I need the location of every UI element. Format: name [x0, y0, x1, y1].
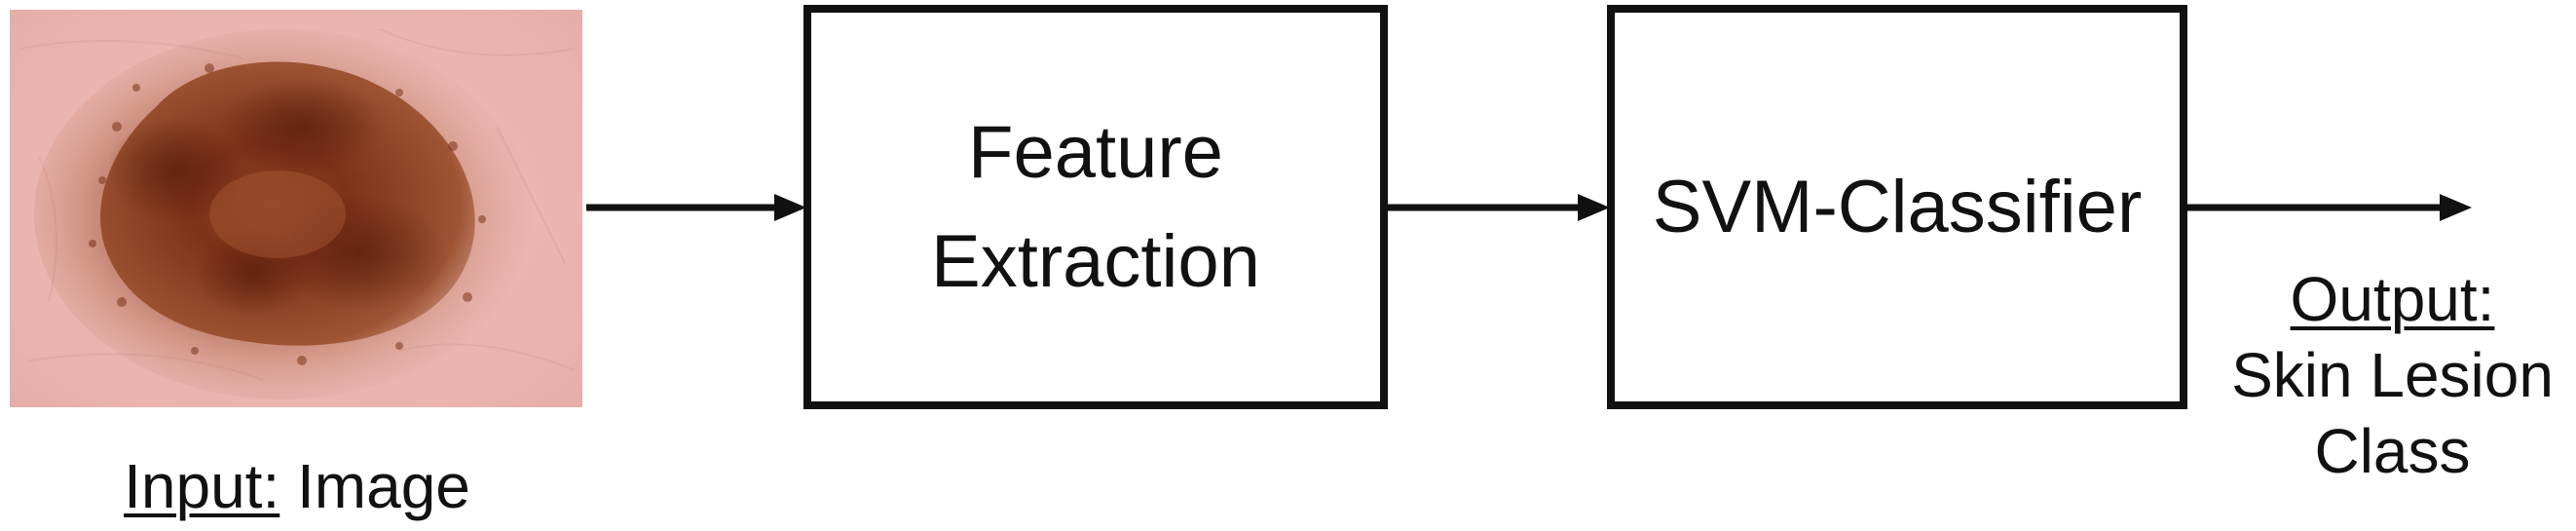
input-caption-prefix: Input: — [124, 451, 280, 521]
feature-extraction-label: Feature Extraction — [931, 98, 1260, 317]
feature-extraction-box: Feature Extraction — [803, 5, 1388, 409]
output-caption: Output: Skin Lesion Class — [2209, 261, 2576, 489]
output-caption-prefix: Output: — [2290, 264, 2495, 334]
output-caption-line-2: Class — [2314, 416, 2471, 486]
arrow-feature-to-svm — [1388, 194, 1610, 221]
feature-extraction-line-2: Extraction — [931, 219, 1260, 303]
input-caption-text: Image — [297, 451, 470, 521]
output-caption-line-1: Skin Lesion — [2231, 340, 2554, 410]
svm-classifier-box: SVM-Classifier — [1607, 5, 2187, 409]
arrow-input-to-feature — [586, 194, 806, 221]
feature-extraction-line-1: Feature — [968, 110, 1223, 194]
svm-classifier-label: SVM-Classifier — [1653, 153, 2143, 262]
output-caption-prefix-line: Output: — [2209, 261, 2576, 337]
input-caption: Input: Image — [0, 448, 594, 524]
skin-lesion-image — [10, 10, 582, 407]
svm-classifier-line-1: SVM-Classifier — [1652, 165, 2143, 248]
arrow-svm-to-output — [2187, 194, 2472, 221]
